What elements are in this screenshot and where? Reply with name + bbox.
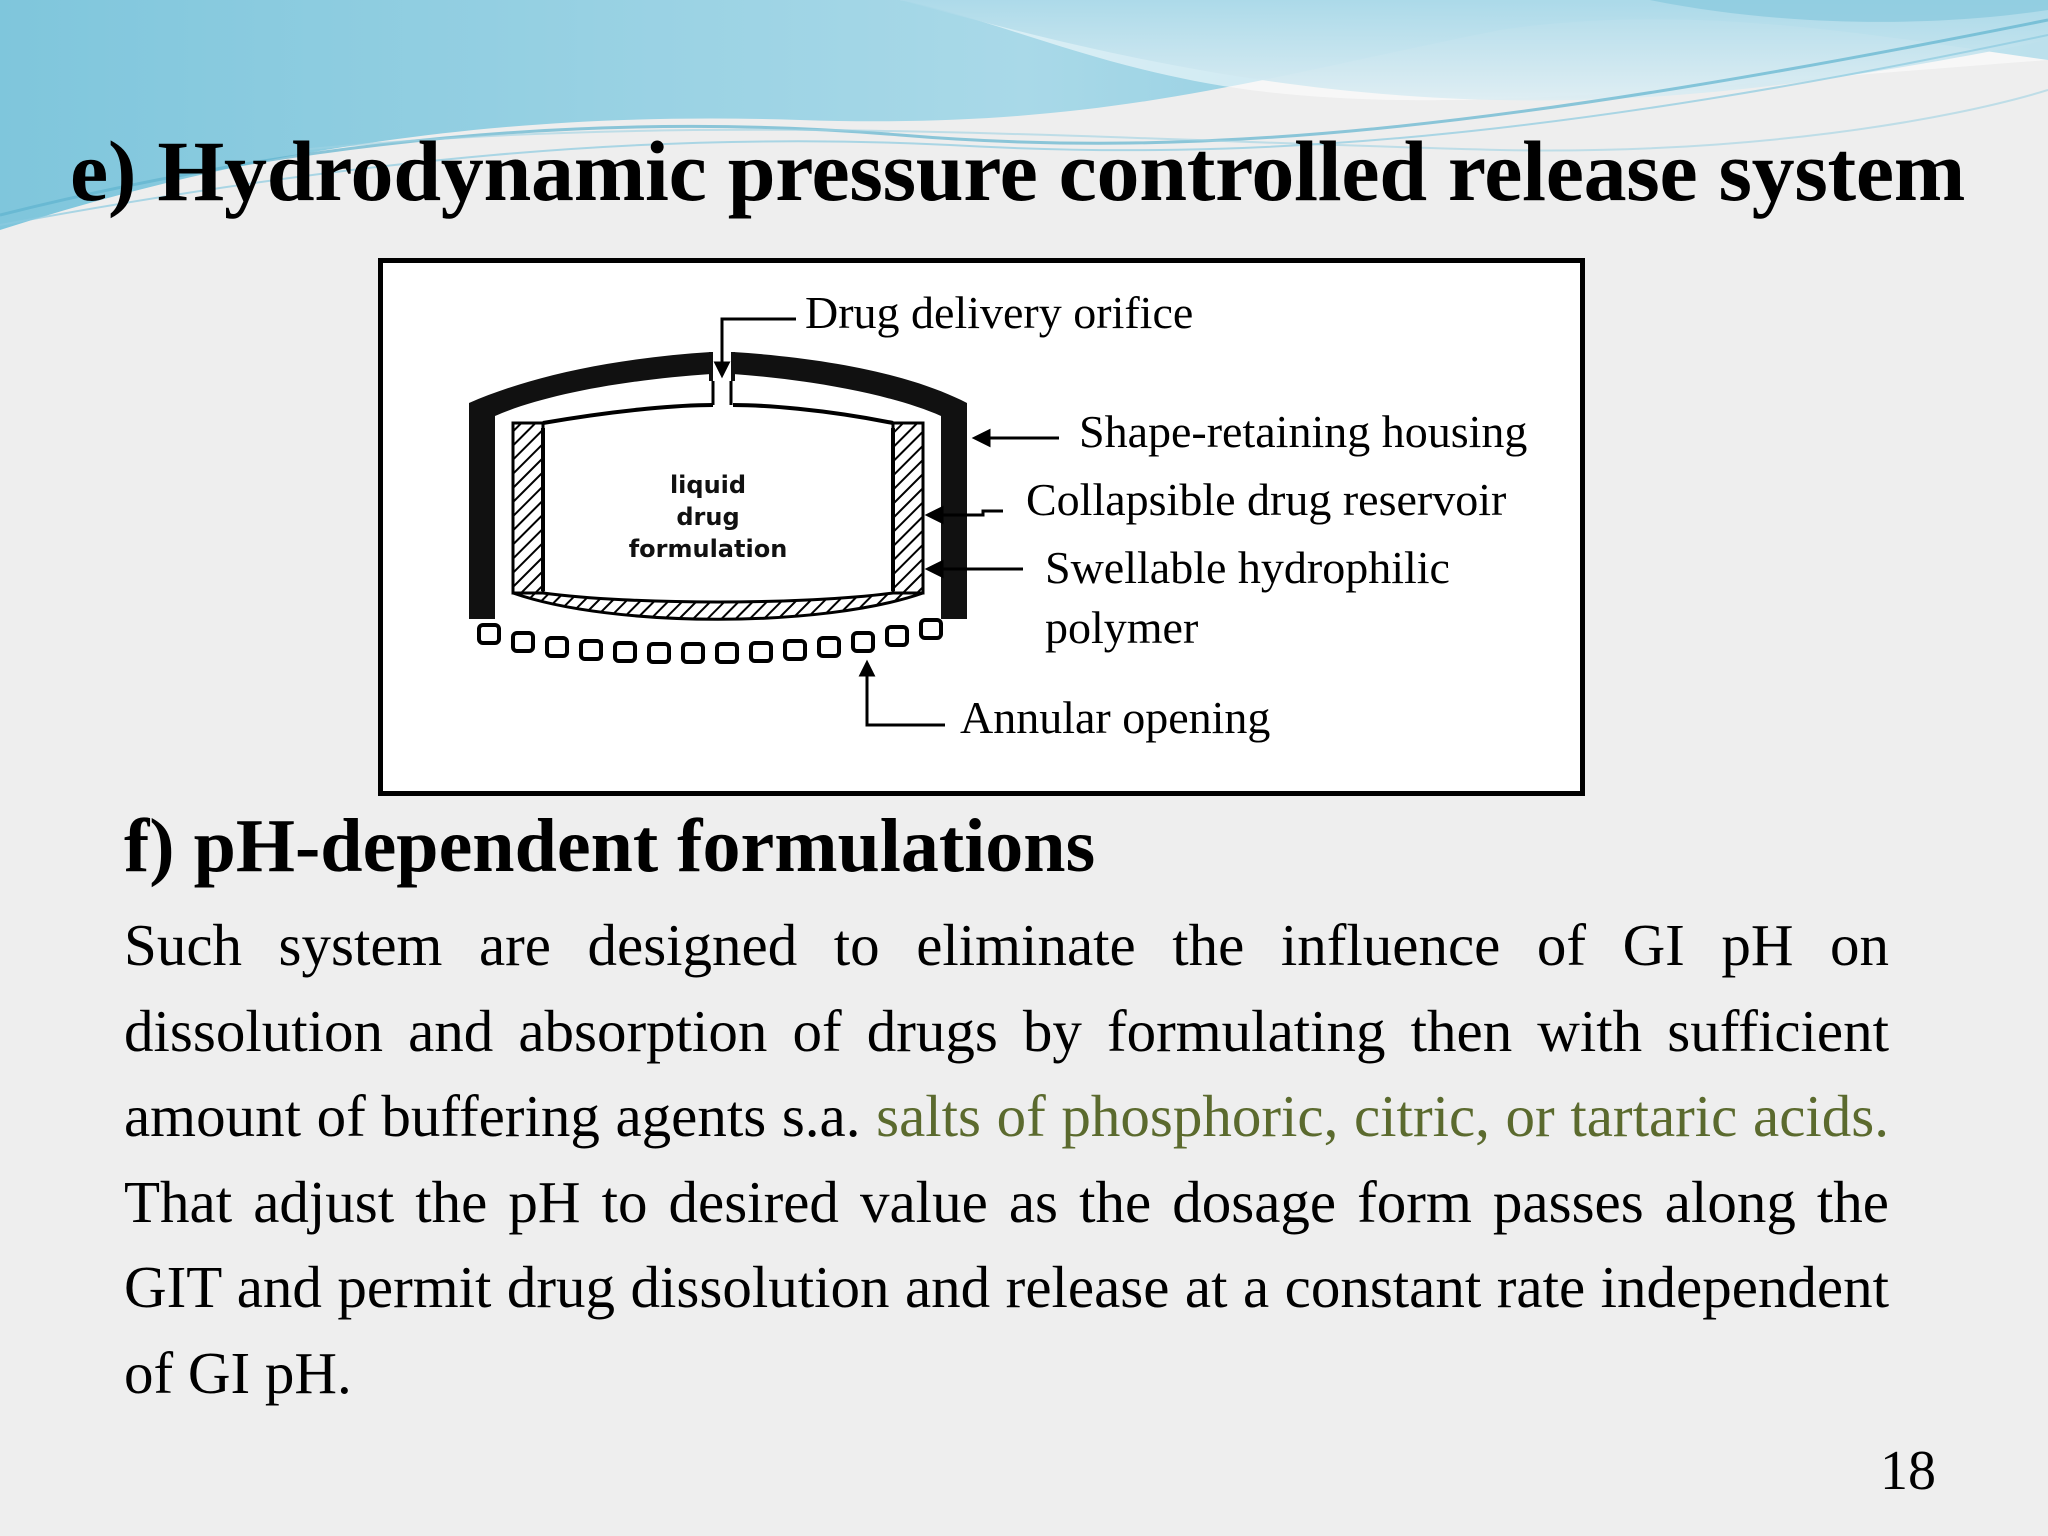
slide-number: 18	[1880, 1440, 1936, 1502]
background-wave-decoration	[0, 0, 2048, 230]
section-heading: f) pH-dependent formulations	[124, 804, 1096, 888]
hydrodynamic-system-diagram: liquid drug formulation Drug delivery or…	[378, 258, 1585, 796]
body-text-start: Such system are designed to eliminate th…	[124, 912, 1889, 1149]
inner-label-drug: drug	[676, 503, 739, 531]
body-text-end: That adjust the pH to desired value as t…	[124, 1168, 1889, 1406]
drug-delivery-orifice	[709, 352, 735, 381]
callout-swellable-hydrophilic-polymer-line2: polymer	[1045, 602, 1199, 653]
callout-annular-opening: Annular opening	[960, 692, 1271, 743]
annular-opening	[477, 618, 943, 664]
inner-label-formulation: formulation	[629, 535, 788, 563]
callout-collapsible-drug-reservoir: Collapsible drug reservoir	[1026, 474, 1507, 525]
device-illustration: liquid drug formulation	[469, 317, 1059, 727]
shape-retaining-housing	[469, 352, 711, 619]
body-paragraph: Such system are designed to eliminate th…	[124, 903, 1889, 1416]
slide-title: e) Hydrodynamic pressure controlled rele…	[70, 123, 1966, 219]
collapsible-drug-reservoir	[542, 403, 894, 425]
inner-label-liquid: liquid	[670, 471, 746, 499]
callout-leaders	[713, 317, 1059, 727]
inner-label: liquid drug formulation	[629, 471, 788, 563]
callout-drug-delivery-orifice: Drug delivery orifice	[805, 287, 1194, 338]
callout-swellable-hydrophilic-polymer-line1: Swellable hydrophilic	[1045, 542, 1450, 593]
callout-shape-retaining-housing: Shape-retaining housing	[1079, 406, 1528, 457]
body-text-highlight: salts of phosphoric, citric, or tartaric…	[876, 1083, 1889, 1149]
